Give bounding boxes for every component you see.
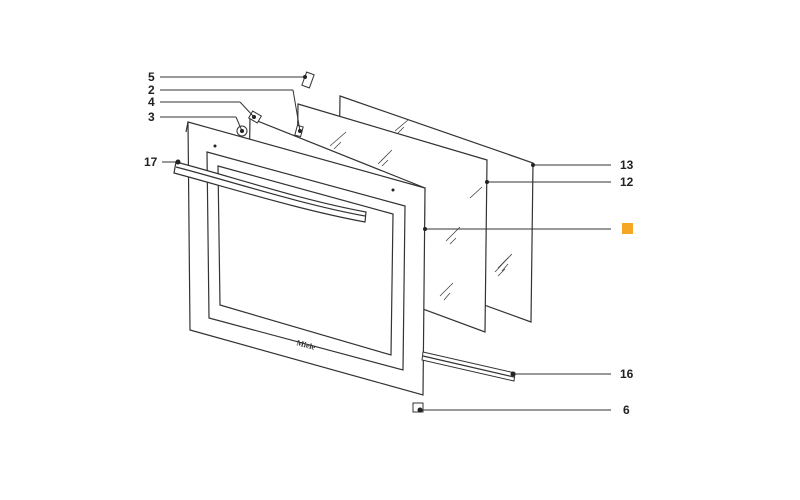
callout-5: 5 [148,70,155,84]
callout-3: 3 [148,110,155,124]
callout-4: 4 [148,95,155,109]
callout-2: 2 [148,83,155,97]
part-6 [412,402,424,413]
part-5 [301,71,315,89]
highlight-marker[interactable] [622,223,633,234]
leader-lines [160,76,611,411]
callout-6: 6 [623,403,630,417]
callout-13: 13 [620,158,634,172]
callout-12: 12 [620,175,634,189]
callout-16: 16 [620,367,634,381]
callout-17: 17 [144,155,158,169]
door-handle [173,161,367,223]
bottom-trim-bar [421,351,516,382]
leader-dots [175,75,535,413]
